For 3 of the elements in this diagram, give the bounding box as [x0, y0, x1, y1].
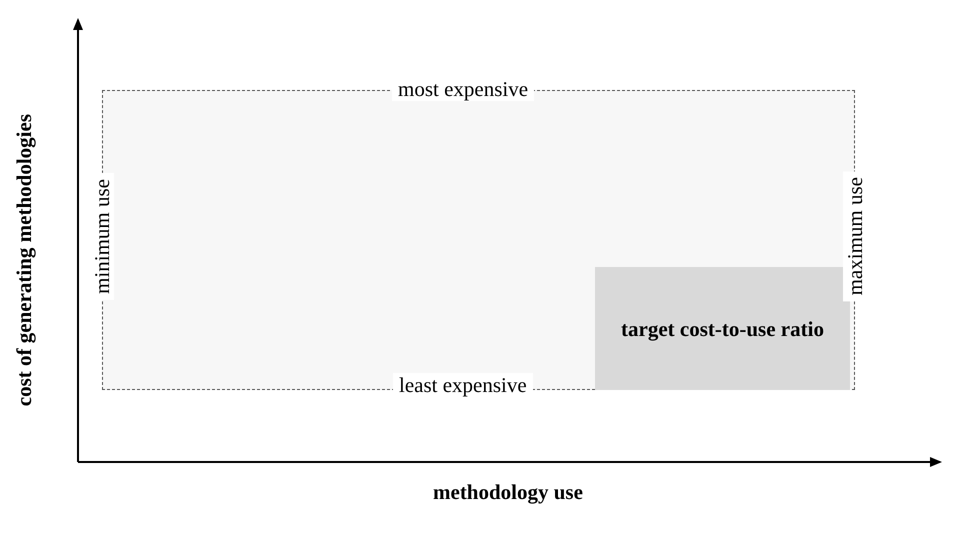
bottom-edge-label: least expensive: [393, 373, 533, 397]
target-box: [595, 267, 850, 390]
target-label: target cost-to-use ratio: [621, 316, 824, 342]
